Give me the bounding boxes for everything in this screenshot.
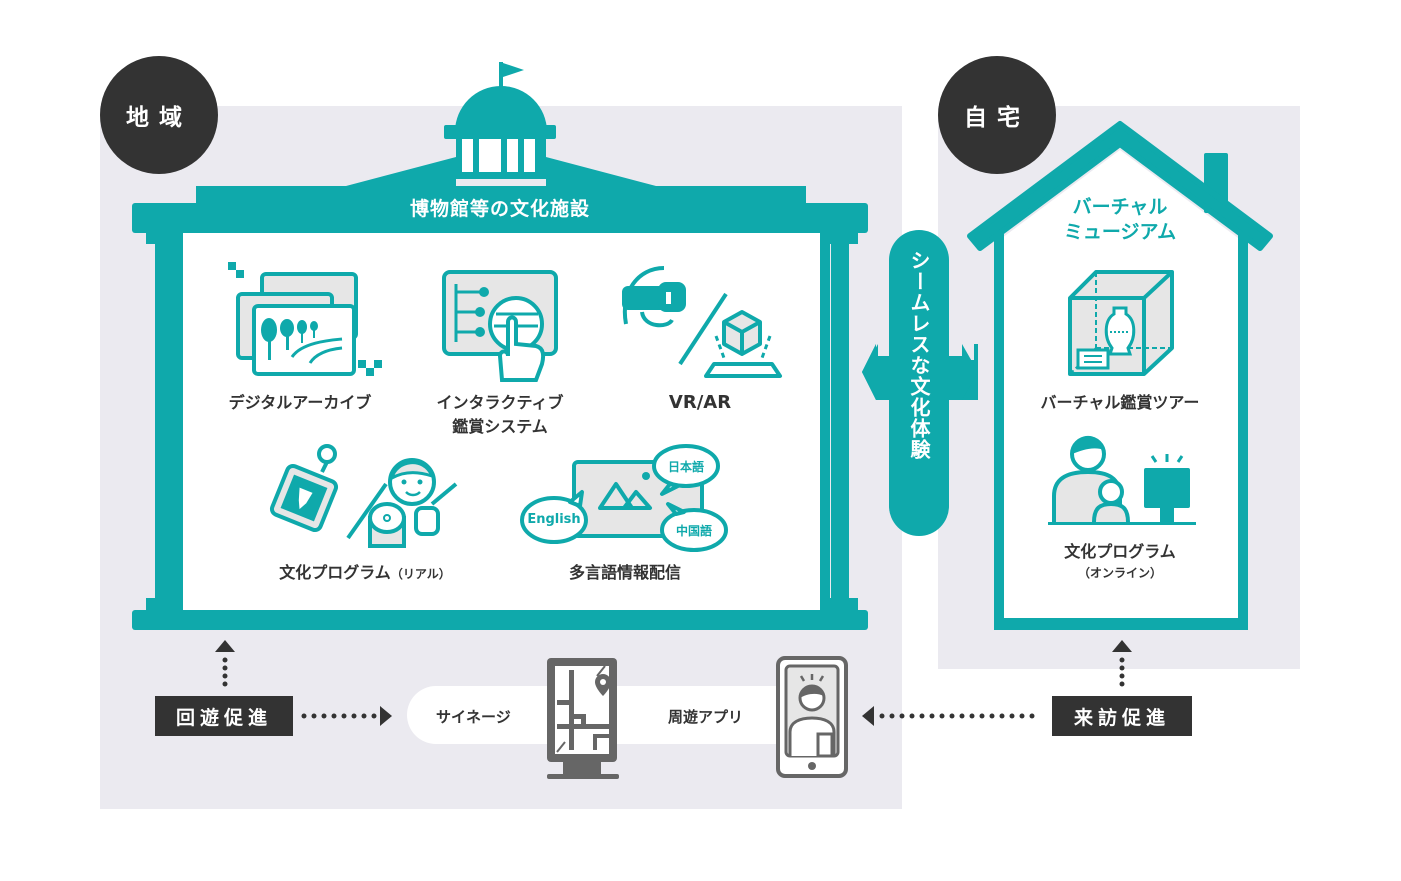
virtual-museum-title-line1: バーチャル — [1072, 196, 1168, 218]
digital-archive-icon — [228, 262, 382, 376]
visit-promotion-badge: 来訪促進 — [1052, 696, 1192, 736]
online-program-label-sub: （オンライン） — [1077, 566, 1162, 580]
bubble-english: English — [527, 512, 581, 527]
local-region-label: 地域 — [126, 105, 192, 131]
bubble-japanese: 日本語 — [667, 460, 704, 474]
visit-up-arrow-icon — [1112, 640, 1132, 687]
seamless-label: シームレスな文化体験 — [907, 250, 931, 460]
vr-ar-label: VR/AR — [668, 392, 732, 413]
multilingual-icon — [520, 444, 728, 552]
interactive-display-icon — [442, 270, 558, 382]
online-program-icon — [1048, 435, 1196, 525]
seamless-pill — [889, 230, 949, 536]
interactive-display-label-line1: インタラクティブ — [436, 393, 564, 412]
virtual-museum-title-line2: ミュージアム — [1063, 221, 1177, 243]
online-program-label: 文化プログラム （オンライン） — [1010, 540, 1230, 582]
home-region-badge: 自宅 — [938, 56, 1056, 174]
culture-program-real-label: 文化プログラム（リアル） — [230, 561, 500, 586]
virtual-tour-label: バーチャル鑑賞ツアー — [1040, 393, 1200, 412]
signage-label: サイネージ — [436, 708, 511, 726]
signage-icon — [547, 658, 619, 779]
vr-ar-icon — [622, 266, 782, 378]
app-label: 周遊アプリ — [668, 708, 744, 726]
interactive-display-label: インタラクティブ 鑑賞システム — [400, 391, 600, 439]
home-region-label: 自宅 — [964, 105, 1030, 131]
culture-program-real-label-suffix: （リアル） — [390, 567, 451, 581]
app-phone-icon — [776, 656, 848, 778]
circulation-right-arrow-icon — [301, 706, 392, 726]
online-program-label-main: 文化プログラム — [1064, 542, 1176, 561]
multilingual-label: 多言語情報配信 — [568, 563, 681, 582]
culture-program-real-icon — [269, 444, 458, 548]
visit-left-arrow-icon — [862, 706, 1035, 726]
signage-app-pill — [407, 686, 847, 744]
digital-archive-label: デジタルアーカイブ — [228, 393, 372, 412]
virtual-tour-icon — [1068, 270, 1174, 376]
virtual-museum-title: バーチャル ミュージアム — [1020, 195, 1220, 245]
circulation-promotion-badge: 回遊促進 — [155, 696, 293, 736]
circulation-up-arrow-icon — [215, 640, 235, 687]
museum-title: 博物館等の文化施設 — [409, 198, 590, 220]
local-region-badge: 地域 — [100, 56, 218, 174]
culture-program-real-label-main: 文化プログラム — [279, 563, 391, 582]
interactive-display-label-line2: 鑑賞システム — [452, 417, 548, 436]
bubble-chinese: 中国語 — [675, 524, 712, 538]
